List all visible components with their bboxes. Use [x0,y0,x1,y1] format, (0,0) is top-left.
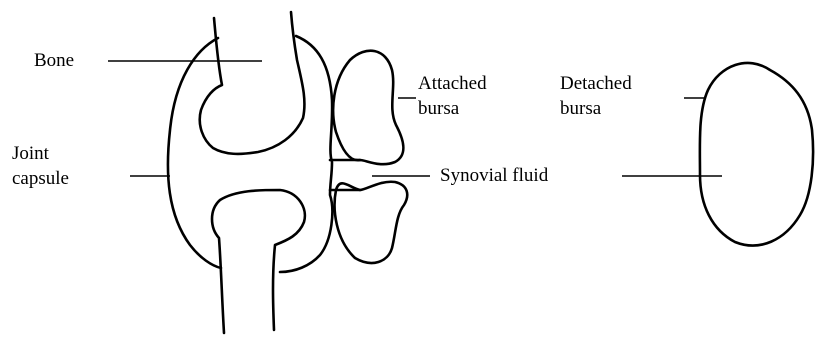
bone-label: Bone [34,50,74,72]
synovial-fluid-label: Synovial fluid [440,165,548,187]
upper-bone [200,12,305,154]
joint-capsule [168,36,360,272]
detached-bursa [700,63,813,246]
lower-bone [212,190,305,333]
attached-bursa-label-line2: bursa [418,98,459,120]
joint-capsule-label-line1: Joint [12,143,49,165]
joint-capsule-label-line2: capsule [12,168,69,190]
detached-bursa-label-line2: bursa [560,98,601,120]
detached-bursa-label-line1: Detached [560,73,632,95]
attached-bursa [333,51,407,263]
attached-bursa-label-line1: Attached [418,73,487,95]
